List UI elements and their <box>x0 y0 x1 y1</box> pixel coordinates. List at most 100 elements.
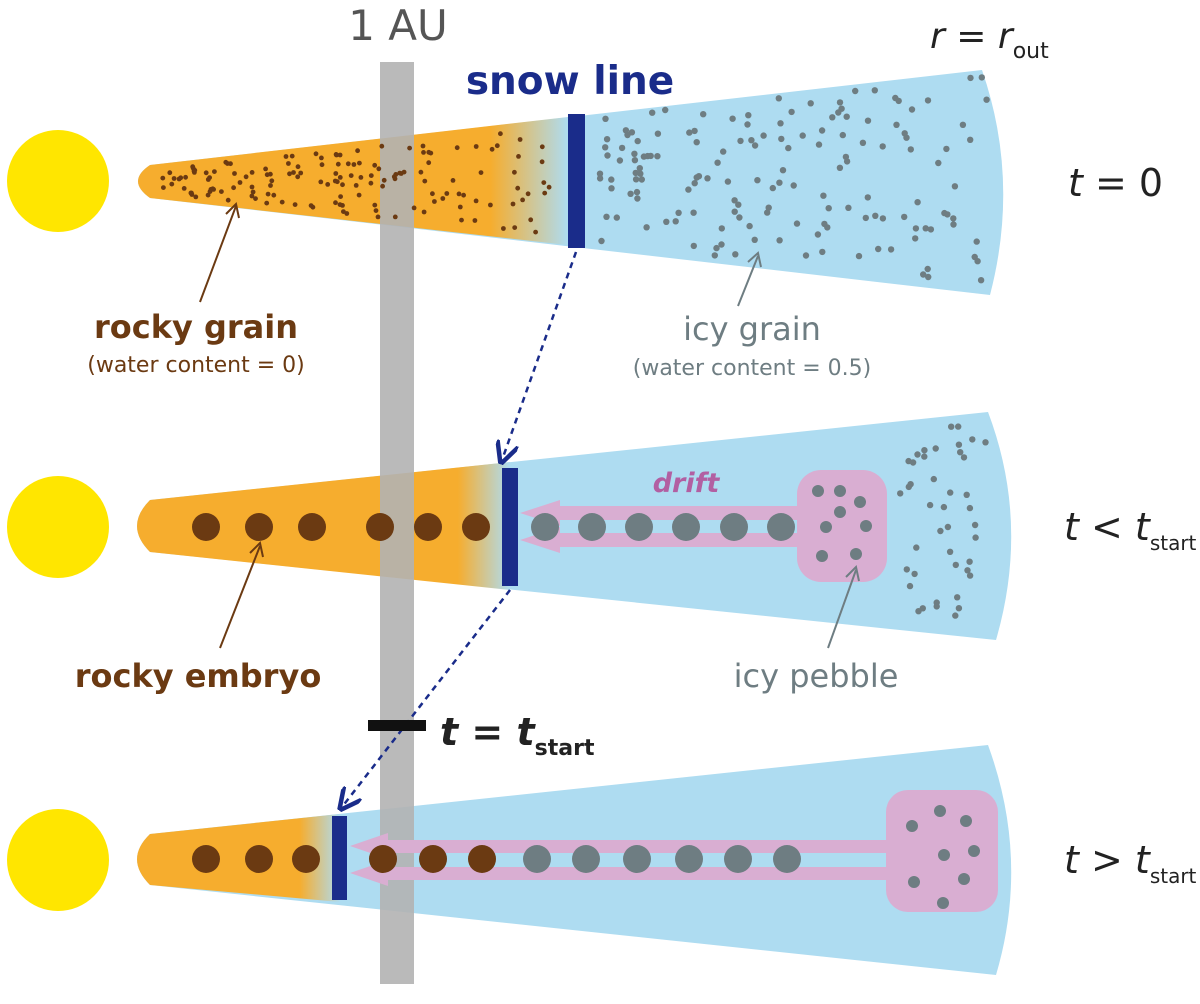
icy-grain-dot <box>959 121 967 128</box>
rocky-grain-dot <box>528 217 534 223</box>
drift-label: drift <box>653 468 721 499</box>
icy-grain-dot <box>634 137 641 145</box>
rocky-grain-dot <box>243 174 249 180</box>
rocky-grain-dot <box>461 192 466 198</box>
rocky-grain-dot <box>444 191 450 196</box>
icy-grain-dot <box>954 594 961 601</box>
rocky-embryo-label: rocky embryo <box>75 657 322 695</box>
icy-grain-dot <box>596 170 604 177</box>
disk-2-icy <box>137 412 1012 640</box>
t-start-label: t = tstart <box>440 710 595 761</box>
icy-grain-dot <box>693 174 700 181</box>
icy-grain-dot <box>744 121 751 128</box>
ts-sym: t <box>516 710 536 754</box>
icy-grain-dot <box>913 544 920 551</box>
rocky-grain-dot <box>219 189 224 195</box>
icy-grain-dot <box>907 146 914 153</box>
rocky-grain-dot <box>178 175 184 181</box>
icy-grain-dot <box>925 273 932 281</box>
rocky-grain-dot <box>539 144 545 150</box>
rocky-grain-dot <box>287 171 292 177</box>
rocky-grain-dot <box>249 193 255 199</box>
icy-grain-dot <box>732 251 739 258</box>
rocky-grain-dot <box>420 143 426 149</box>
rocky-grain-note: (water content = 0) <box>87 353 305 378</box>
snow-line-migration-arrow-2 <box>342 589 511 807</box>
rocky-grain-dot <box>338 194 343 200</box>
icy-grain-dot <box>932 445 939 452</box>
icy-grain-dot <box>720 148 727 155</box>
icy-grain-dot <box>947 489 954 496</box>
rocky-grain-dot <box>333 171 339 176</box>
rocky-grain-dot <box>192 167 198 173</box>
icy-grain-dot <box>765 204 772 211</box>
rocky-grain-dot <box>344 211 350 216</box>
icy-grain-dot <box>924 97 932 104</box>
icy-grain-dot <box>864 117 872 124</box>
rocky-grain-dot <box>318 179 324 185</box>
icy-grain-dot <box>871 87 878 94</box>
icy-grain-dot <box>920 271 927 278</box>
rocky-grain-dot <box>337 152 343 158</box>
rocky-grain-dot <box>379 143 385 149</box>
rocky-grain-dot <box>397 170 403 176</box>
icy-grain-dot <box>973 238 980 245</box>
icy-grain-dot <box>718 241 725 248</box>
t1-rel: = 0 <box>1083 161 1163 205</box>
icy-grain-pointer <box>737 255 759 307</box>
icy-pebbles-3 <box>523 805 980 909</box>
icy-grain-dot <box>819 248 826 256</box>
r-var: r <box>930 16 947 57</box>
rocky-grain-dot <box>340 182 345 188</box>
t3-sym: t <box>1135 838 1152 882</box>
rocky-grain-dot <box>269 178 275 184</box>
rocky-grain-dot <box>348 173 354 179</box>
icy-grain-dot <box>879 215 887 222</box>
icy-grain-dot <box>937 527 944 535</box>
rocky-grain-dot <box>380 183 385 189</box>
rocky-grain-dot <box>332 178 338 184</box>
icy-grain-dot <box>966 572 974 579</box>
icy-grain-dot <box>790 182 797 189</box>
icy-grain-dot <box>957 449 964 456</box>
snow-line-3 <box>332 816 347 900</box>
icy-grain-dot <box>636 165 643 172</box>
icy-grain-dot <box>829 114 836 121</box>
icy-grain-dot <box>839 131 846 139</box>
icy-grain-dot <box>855 252 863 260</box>
icy-grain-dot <box>955 441 963 448</box>
icy-grain-dot <box>779 167 787 174</box>
icy-grain-dot <box>983 96 990 103</box>
icy-grain-dot <box>922 225 929 232</box>
icy-grain-dot <box>690 209 697 216</box>
rocky-grains <box>160 131 552 235</box>
rocky-grain-label: rocky grain <box>94 308 298 346</box>
icy-grain-dot <box>966 558 973 565</box>
icy-grain-dot <box>836 99 844 106</box>
rocky-grain-dot <box>546 184 552 190</box>
rocky-grain-dot <box>373 208 379 214</box>
icy-grain-dot <box>951 183 959 190</box>
ts-var: t <box>440 710 460 754</box>
rocky-grain-dot <box>422 178 428 184</box>
icy-grain-dot <box>893 121 900 128</box>
icy-grain-dot <box>825 205 832 212</box>
rocky-grain-dot <box>430 191 435 197</box>
rocky-grain-dot <box>368 180 374 186</box>
time-label-2: t < tstart <box>1064 505 1197 555</box>
icy-grain-dot <box>729 115 736 122</box>
rocky-grain-dot <box>381 177 387 183</box>
icy-grain-dot <box>926 501 934 509</box>
icy-grain-dot <box>914 451 921 458</box>
icy-pebbles-2 <box>531 485 872 562</box>
rocky-grain-dot <box>295 174 301 180</box>
icy-grain-dot <box>955 423 962 430</box>
icy-grain-dot <box>638 176 645 183</box>
icy-grain-dot <box>835 109 842 116</box>
icy-grain-dot <box>654 153 661 160</box>
icy-grain-dot <box>933 603 940 610</box>
icy-grain-dot <box>943 145 950 153</box>
icy-grain-dot <box>912 235 919 242</box>
rocky-grain-dot <box>428 150 434 156</box>
rocky-grain-dot <box>268 171 273 177</box>
